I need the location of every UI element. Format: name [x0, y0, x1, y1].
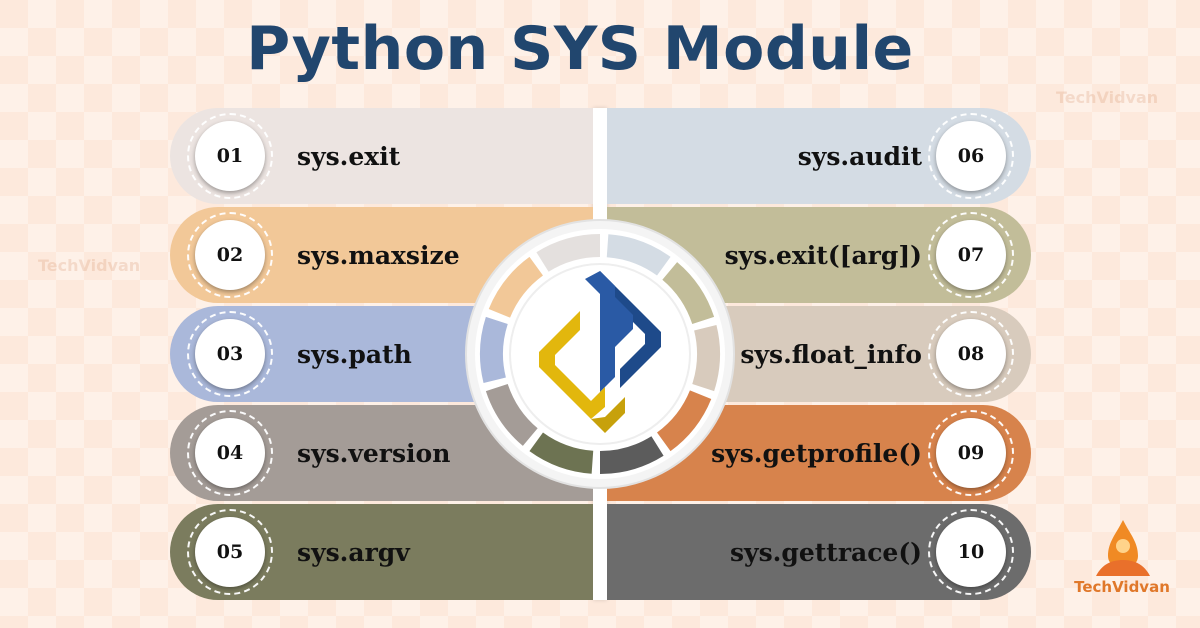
ring-segment [536, 234, 600, 272]
number-badge: 09 [928, 410, 1014, 496]
item-label: sys.gettrace() [729, 537, 922, 567]
watermark-text: TechVidvan [1056, 88, 1159, 107]
list-item-01: 01 sys.exit [170, 108, 593, 204]
list-item-10: sys.gettrace() 10 [607, 504, 1031, 600]
ring-segment [485, 383, 538, 446]
item-label: sys.version [297, 438, 451, 468]
item-label: sys.exit([arg]) [724, 240, 922, 270]
number-badge: 05 [187, 509, 273, 595]
ring-segment [692, 324, 720, 392]
number-badge: 08 [928, 311, 1014, 397]
brand-name: TechVidvan [1074, 578, 1170, 596]
ring-segment [657, 390, 712, 452]
number-badge: 07 [928, 212, 1014, 298]
item-label: sys.float_info [740, 339, 922, 369]
page-title: Python SYS Module [246, 14, 914, 84]
list-item-06: sys.audit 06 [607, 108, 1031, 204]
number-badge: 10 [928, 509, 1014, 595]
number-badge: 03 [187, 311, 273, 397]
item-label: sys.getprofile() [711, 438, 922, 468]
item-label: sys.argv [297, 537, 410, 567]
ring-segment [606, 234, 671, 276]
item-label: sys.path [297, 339, 412, 369]
number-badge: 04 [187, 410, 273, 496]
ring-segment [600, 436, 664, 474]
central-hub [465, 219, 735, 489]
item-label: sys.audit [797, 141, 922, 171]
ring-segments [480, 234, 720, 474]
python-logo-icon [539, 271, 661, 433]
ring-segment [480, 316, 508, 384]
watermark-text: TechVidvan [38, 256, 141, 275]
item-label: sys.maxsize [297, 240, 460, 270]
list-item-05: 05 sys.argv [170, 504, 593, 600]
ring-segment [529, 432, 594, 474]
item-label: sys.exit [297, 141, 401, 171]
techvidvan-logo-icon [1096, 520, 1150, 576]
number-badge: 06 [928, 113, 1014, 199]
ring-segment [662, 262, 715, 325]
number-badge: 02 [187, 212, 273, 298]
ring-segment [488, 256, 543, 318]
list-item-07: sys.exit([arg]) 07 [607, 207, 1031, 303]
number-badge: 01 [187, 113, 273, 199]
